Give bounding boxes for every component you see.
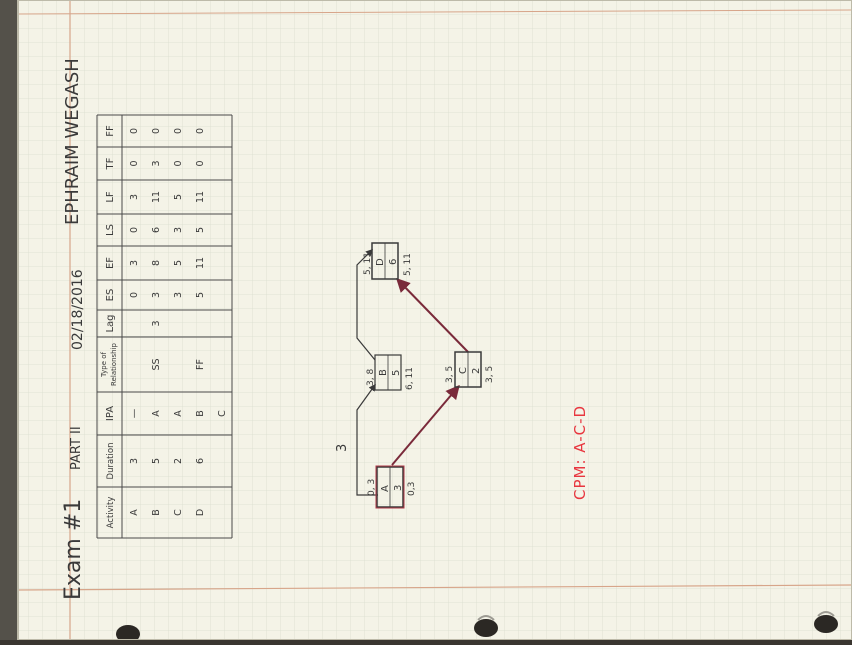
node-b-duration: 5 xyxy=(391,370,402,376)
table-cell: 0 xyxy=(129,292,140,298)
table-cell: 11 xyxy=(151,191,162,203)
node-b-ls-lf: 6, 11 xyxy=(405,367,415,390)
table-cell: C xyxy=(217,410,228,417)
table-cell: B xyxy=(195,410,206,417)
node-b-es-ef: 3, 8 xyxy=(366,369,376,386)
node-d-id: D xyxy=(375,258,386,266)
table-cell: A xyxy=(173,410,184,417)
table-cell: C xyxy=(173,509,184,516)
table-cell: 6 xyxy=(195,458,206,464)
table-header-cell: TF xyxy=(105,157,116,170)
node-b-id: B xyxy=(378,369,389,376)
table-cell: 5 xyxy=(173,194,184,200)
exam-date: 02/18/2016 xyxy=(70,269,86,350)
lag-label: 3 xyxy=(335,444,350,452)
table-header-cell: EF xyxy=(105,257,116,269)
table-cell: 0 xyxy=(173,128,184,134)
table-cell: 3 xyxy=(129,260,140,266)
table-cell: 3 xyxy=(151,320,162,326)
node-c-id: C xyxy=(458,367,469,374)
node-d-ls-lf: 5, 11 xyxy=(403,253,413,276)
grid-pattern xyxy=(18,0,852,640)
table-cell: 3 xyxy=(129,194,140,200)
table-header-cell: LF xyxy=(105,191,116,203)
node-a-duration: 3 xyxy=(393,485,404,491)
table-header-cell: ES xyxy=(105,289,116,302)
table-cell: 0 xyxy=(129,227,140,233)
table-cell: 2 xyxy=(173,458,184,464)
table-header-cell: Duration xyxy=(106,443,116,480)
table-cell: 5 xyxy=(173,260,184,266)
table-cell: A xyxy=(151,410,162,417)
binder-hole-2 xyxy=(474,619,498,637)
table-cell: 0 xyxy=(129,128,140,134)
author-name: EPHRAIM WEGASH xyxy=(62,58,83,225)
table-cell: 3 xyxy=(129,458,140,464)
table-cell: 3 xyxy=(173,227,184,233)
binder-hole-3 xyxy=(814,615,838,633)
node-c-es-ef: 3, 5 xyxy=(445,366,455,383)
table-cell: 5 xyxy=(151,458,162,464)
table-cell: D xyxy=(195,509,206,516)
table-cell: B xyxy=(151,509,162,516)
table-cell: 3 xyxy=(151,292,162,298)
node-a-id: A xyxy=(380,485,391,492)
table-header-cell: Lag xyxy=(105,314,116,332)
table-cell: 5 xyxy=(195,292,206,298)
table-cell: 6 xyxy=(151,227,162,233)
exam-title: Exam #1 xyxy=(61,499,86,600)
table-header-cell: Type of xyxy=(100,351,108,378)
part-label: PART II xyxy=(69,426,84,470)
table-cell: 3 xyxy=(151,160,162,166)
table-cell: — xyxy=(129,408,140,418)
table-cell: FF xyxy=(195,359,206,370)
table-header-cell: IPA xyxy=(105,406,116,421)
table-cell: 0 xyxy=(129,160,140,166)
table-header-cell: Activity xyxy=(106,497,116,529)
node-a-es-ef: 0, 3 xyxy=(367,479,377,496)
table-cell: 8 xyxy=(151,260,162,266)
node-d-duration: 6 xyxy=(388,259,399,265)
node-c-duration: 2 xyxy=(471,368,482,374)
table-cell: 3 xyxy=(173,292,184,298)
table-header-cell: LS xyxy=(105,224,116,236)
table-cell: SS xyxy=(151,358,162,370)
table-cell: A xyxy=(129,509,140,516)
table-header-cell: Relationship xyxy=(110,342,118,386)
table-cell: 5 xyxy=(195,227,206,233)
node-a-ls-lf: 0,3 xyxy=(407,482,417,496)
table-cell: 0 xyxy=(195,128,206,134)
table-cell: 11 xyxy=(195,191,206,203)
table-cell: 0 xyxy=(195,160,206,166)
table-cell: 11 xyxy=(195,257,206,269)
cpm-answer: CPM: A-C-D xyxy=(571,405,589,500)
table-cell: 0 xyxy=(173,160,184,166)
node-d-es-ef: 5, 11 xyxy=(363,252,373,275)
table-cell: 0 xyxy=(151,128,162,134)
node-c-ls-lf: 3, 5 xyxy=(485,366,495,383)
table-header-cell: FF xyxy=(105,125,116,137)
